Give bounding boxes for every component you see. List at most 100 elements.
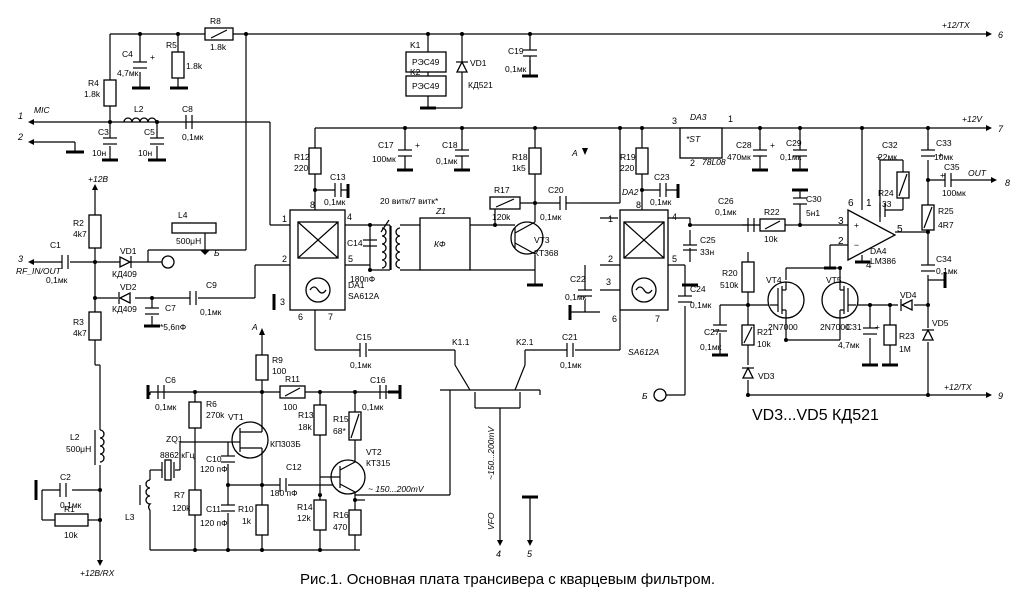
da3-pin2: 2 bbox=[690, 158, 695, 168]
label-v12: +12V bbox=[962, 114, 983, 124]
c29-name: C29 bbox=[786, 138, 802, 148]
c31-name: C31 bbox=[846, 322, 862, 332]
c18-name: C18 bbox=[442, 140, 458, 150]
r6-value: 270k bbox=[206, 410, 225, 420]
r12-value: 220 bbox=[294, 163, 308, 173]
vd3-name: VD3 bbox=[758, 371, 775, 381]
c23-name: C23 bbox=[654, 172, 670, 182]
inductor-l3 bbox=[145, 479, 152, 511]
c15-name: C15 bbox=[356, 332, 372, 342]
r5-name: R5 bbox=[166, 40, 177, 50]
svg-text:−: − bbox=[854, 240, 859, 250]
c24-name: C24 bbox=[690, 284, 706, 294]
marker-b-right: Б bbox=[642, 391, 648, 401]
r3-value: 4k7 bbox=[73, 328, 87, 338]
c21-value: 0,1мк bbox=[560, 360, 582, 370]
vd1k-value: КД521 bbox=[468, 80, 493, 90]
da2-pin1: 1 bbox=[608, 214, 613, 224]
vt5-value: 2N7000 bbox=[820, 322, 850, 332]
relays bbox=[405, 51, 447, 97]
capacitors bbox=[59, 49, 960, 512]
marker-a-left: A bbox=[251, 322, 258, 332]
vt1-name: VT1 bbox=[228, 412, 244, 422]
c14-value: 180пФ bbox=[350, 274, 375, 284]
k1-name: K1 bbox=[410, 40, 421, 50]
conn-mic: MIC bbox=[34, 105, 50, 115]
diode-vd1 bbox=[119, 255, 132, 269]
c3-value: 10н bbox=[92, 148, 106, 158]
diode-vd3 bbox=[741, 366, 755, 379]
l2-bottom-name: L2 bbox=[70, 432, 80, 442]
c21-name: C21 bbox=[562, 332, 578, 342]
inductor-l2-top bbox=[123, 117, 157, 123]
inductors bbox=[94, 117, 401, 511]
c34-value: 0,1мк bbox=[936, 266, 958, 276]
r25-name: R25 bbox=[938, 206, 954, 216]
conn-rf: RF_IN/OUT bbox=[16, 266, 62, 276]
r2-name: R2 bbox=[73, 218, 84, 228]
k21-name: K2.1 bbox=[516, 337, 534, 347]
c7-value: *5,6пФ bbox=[160, 322, 186, 332]
c11-value: 120 пФ bbox=[200, 518, 228, 528]
da4-pin5: 5 bbox=[897, 224, 903, 235]
r19-value: 220 bbox=[620, 163, 634, 173]
c19-value: 0,1мк bbox=[505, 64, 527, 74]
inductor-l4 bbox=[171, 222, 217, 234]
diode-vd4 bbox=[900, 298, 913, 312]
wires bbox=[30, 33, 995, 560]
vd5-name: VD5 bbox=[932, 318, 949, 328]
da3-name: DA3 bbox=[690, 112, 707, 122]
r13-name: R13 bbox=[298, 410, 314, 420]
l3-name: L3 bbox=[125, 512, 135, 522]
c5-name: C5 bbox=[144, 127, 155, 137]
c32-name: C32 bbox=[882, 140, 898, 150]
label-tx-bottom: +12/TX bbox=[944, 382, 972, 392]
da2-pin3: 3 bbox=[606, 277, 611, 287]
da4-pin6: 6 bbox=[848, 198, 854, 209]
k1-value: РЭС49 bbox=[412, 57, 440, 67]
c6-value: 0,1мк bbox=[155, 402, 177, 412]
svg-text:+: + bbox=[875, 322, 880, 332]
resistor-r9 bbox=[255, 354, 269, 381]
r20-value: 510k bbox=[720, 280, 739, 290]
svg-text:+: + bbox=[938, 150, 943, 160]
r19-name: R19 bbox=[620, 152, 636, 162]
coil-note: 20 витк/7 витк* bbox=[380, 196, 439, 206]
label-b12rx: +12В/RX bbox=[80, 568, 115, 578]
da4-pin3: 3 bbox=[838, 216, 844, 227]
c1-name: C1 bbox=[50, 240, 61, 250]
r21-name: R21 bbox=[757, 327, 773, 337]
resistor-r2 bbox=[88, 214, 102, 249]
da1-part: SA612A bbox=[348, 291, 380, 301]
resistor-r10 bbox=[255, 504, 269, 536]
da4-name: DA4 bbox=[870, 246, 887, 256]
c15-value: 0,1мк bbox=[350, 360, 372, 370]
c35-value: 100мк bbox=[942, 188, 966, 198]
r12-name: R12 bbox=[294, 152, 310, 162]
da1-pin5: 5 bbox=[348, 254, 353, 264]
r15-name: R15 bbox=[333, 414, 349, 424]
c26-name: C26 bbox=[718, 196, 734, 206]
da2-pin8: 8 bbox=[636, 200, 641, 210]
r23-value: 1M bbox=[899, 344, 911, 354]
c23-value: 0,1мк bbox=[650, 197, 672, 207]
da3-pin3: 3 bbox=[672, 116, 677, 126]
label-b12: +12В bbox=[88, 174, 108, 184]
da4-pin2: 2 bbox=[838, 236, 844, 247]
vd1-value: КД409 bbox=[112, 269, 137, 279]
l2-bottom-value: 500μH bbox=[66, 444, 91, 454]
c28-value: 470мк bbox=[727, 152, 751, 162]
r8-name: R8 bbox=[210, 16, 221, 26]
svg-text:+: + bbox=[940, 170, 945, 180]
diode-vd1-kd521 bbox=[455, 60, 469, 73]
c17-name: C17 bbox=[378, 140, 394, 150]
r4-value: 1.8k bbox=[84, 89, 101, 99]
da2-part: SA612A bbox=[628, 347, 660, 357]
resistor-r19 bbox=[635, 147, 649, 175]
r14-name: R14 bbox=[297, 502, 313, 512]
c13-value: 0,1мк bbox=[324, 197, 346, 207]
svg-text:+: + bbox=[150, 52, 155, 62]
relay-k2 bbox=[405, 75, 447, 97]
c5-value: 10н bbox=[138, 148, 152, 158]
r24-value: 33 bbox=[882, 199, 892, 209]
